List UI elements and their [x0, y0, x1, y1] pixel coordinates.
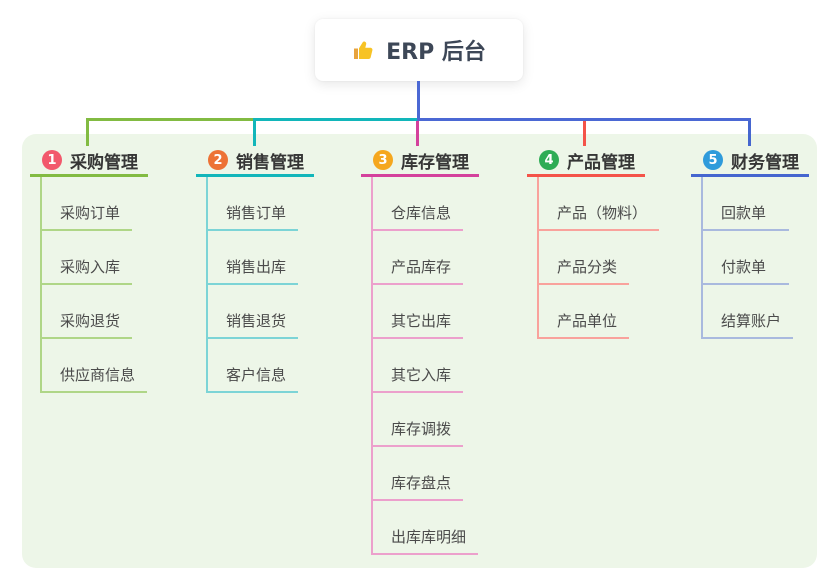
- branches-background-panel: [22, 134, 817, 568]
- trunk-segment-left-teal: [253, 118, 419, 121]
- branch-title-label: 库存管理: [401, 152, 469, 173]
- child-node[interactable]: 客户信息: [208, 339, 299, 393]
- child-node[interactable]: 其它出库: [373, 285, 464, 339]
- branch-drop-connector: [416, 121, 419, 146]
- branch-children-group: 采购订单采购入库采购退货供应商信息: [40, 177, 148, 393]
- branch-number-badge: 4: [539, 150, 559, 170]
- child-node[interactable]: 产品库存: [373, 231, 464, 285]
- child-node[interactable]: 仓库信息: [373, 177, 464, 231]
- branch-title-label: 财务管理: [731, 152, 799, 173]
- branch-title-label: 采购管理: [70, 152, 138, 173]
- root-connector: [417, 81, 420, 118]
- root-node[interactable]: ERP 后台: [315, 19, 523, 81]
- thumbs-up-icon: [352, 38, 376, 62]
- child-node[interactable]: 采购退货: [42, 285, 133, 339]
- child-node[interactable]: 出库库明细: [373, 501, 479, 555]
- branch-number-badge: 5: [703, 150, 723, 170]
- branch-children-group: 销售订单销售出库销售退货客户信息: [206, 177, 314, 393]
- child-node[interactable]: 采购入库: [42, 231, 133, 285]
- trunk-segment-left-green: [86, 118, 256, 121]
- branch-column: 4 产品管理 产品（物料）产品分类产品单位: [527, 146, 660, 339]
- branch-column: 2 销售管理 销售订单销售出库销售退货客户信息: [196, 146, 314, 393]
- trunk-segment-right-blue: [417, 118, 751, 121]
- child-node[interactable]: 供应商信息: [42, 339, 148, 393]
- branch-title-node[interactable]: 2 销售管理: [196, 146, 314, 177]
- branch-drop-connector: [748, 121, 751, 146]
- child-node[interactable]: 产品分类: [539, 231, 630, 285]
- child-node[interactable]: 库存盘点: [373, 447, 464, 501]
- branch-title-node[interactable]: 4 产品管理: [527, 146, 645, 177]
- branch-column: 1 采购管理 采购订单采购入库采购退货供应商信息: [30, 146, 148, 393]
- child-node[interactable]: 付款单: [703, 231, 789, 285]
- branch-title-label: 销售管理: [236, 152, 304, 173]
- branch-number-badge: 3: [373, 150, 393, 170]
- branch-column: 5 财务管理 回款单付款单结算账户: [691, 146, 809, 339]
- branch-column: 3 库存管理 仓库信息产品库存其它出库其它入库库存调拨库存盘点出库库明细: [361, 146, 479, 555]
- child-node[interactable]: 回款单: [703, 177, 789, 231]
- branch-drop-connector: [86, 121, 89, 146]
- child-node[interactable]: 库存调拨: [373, 393, 464, 447]
- branch-number-badge: 2: [208, 150, 228, 170]
- child-node[interactable]: 销售退货: [208, 285, 299, 339]
- branch-title-node[interactable]: 3 库存管理: [361, 146, 479, 177]
- child-node[interactable]: 销售订单: [208, 177, 299, 231]
- branch-children-group: 回款单付款单结算账户: [701, 177, 809, 339]
- branch-children-group: 仓库信息产品库存其它出库其它入库库存调拨库存盘点出库库明细: [371, 177, 479, 555]
- branch-number-badge: 1: [42, 150, 62, 170]
- root-node-label: ERP 后台: [386, 40, 486, 65]
- child-node[interactable]: 销售出库: [208, 231, 299, 285]
- branch-children-group: 产品（物料）产品分类产品单位: [537, 177, 660, 339]
- child-node[interactable]: 其它入库: [373, 339, 464, 393]
- branch-drop-connector: [583, 121, 586, 146]
- branch-title-label: 产品管理: [567, 152, 635, 173]
- child-node[interactable]: 产品单位: [539, 285, 630, 339]
- branch-title-node[interactable]: 1 采购管理: [30, 146, 148, 177]
- branch-drop-connector: [253, 121, 256, 146]
- child-node[interactable]: 产品（物料）: [539, 177, 660, 231]
- child-node[interactable]: 采购订单: [42, 177, 133, 231]
- branch-title-node[interactable]: 5 财务管理: [691, 146, 809, 177]
- child-node[interactable]: 结算账户: [703, 285, 794, 339]
